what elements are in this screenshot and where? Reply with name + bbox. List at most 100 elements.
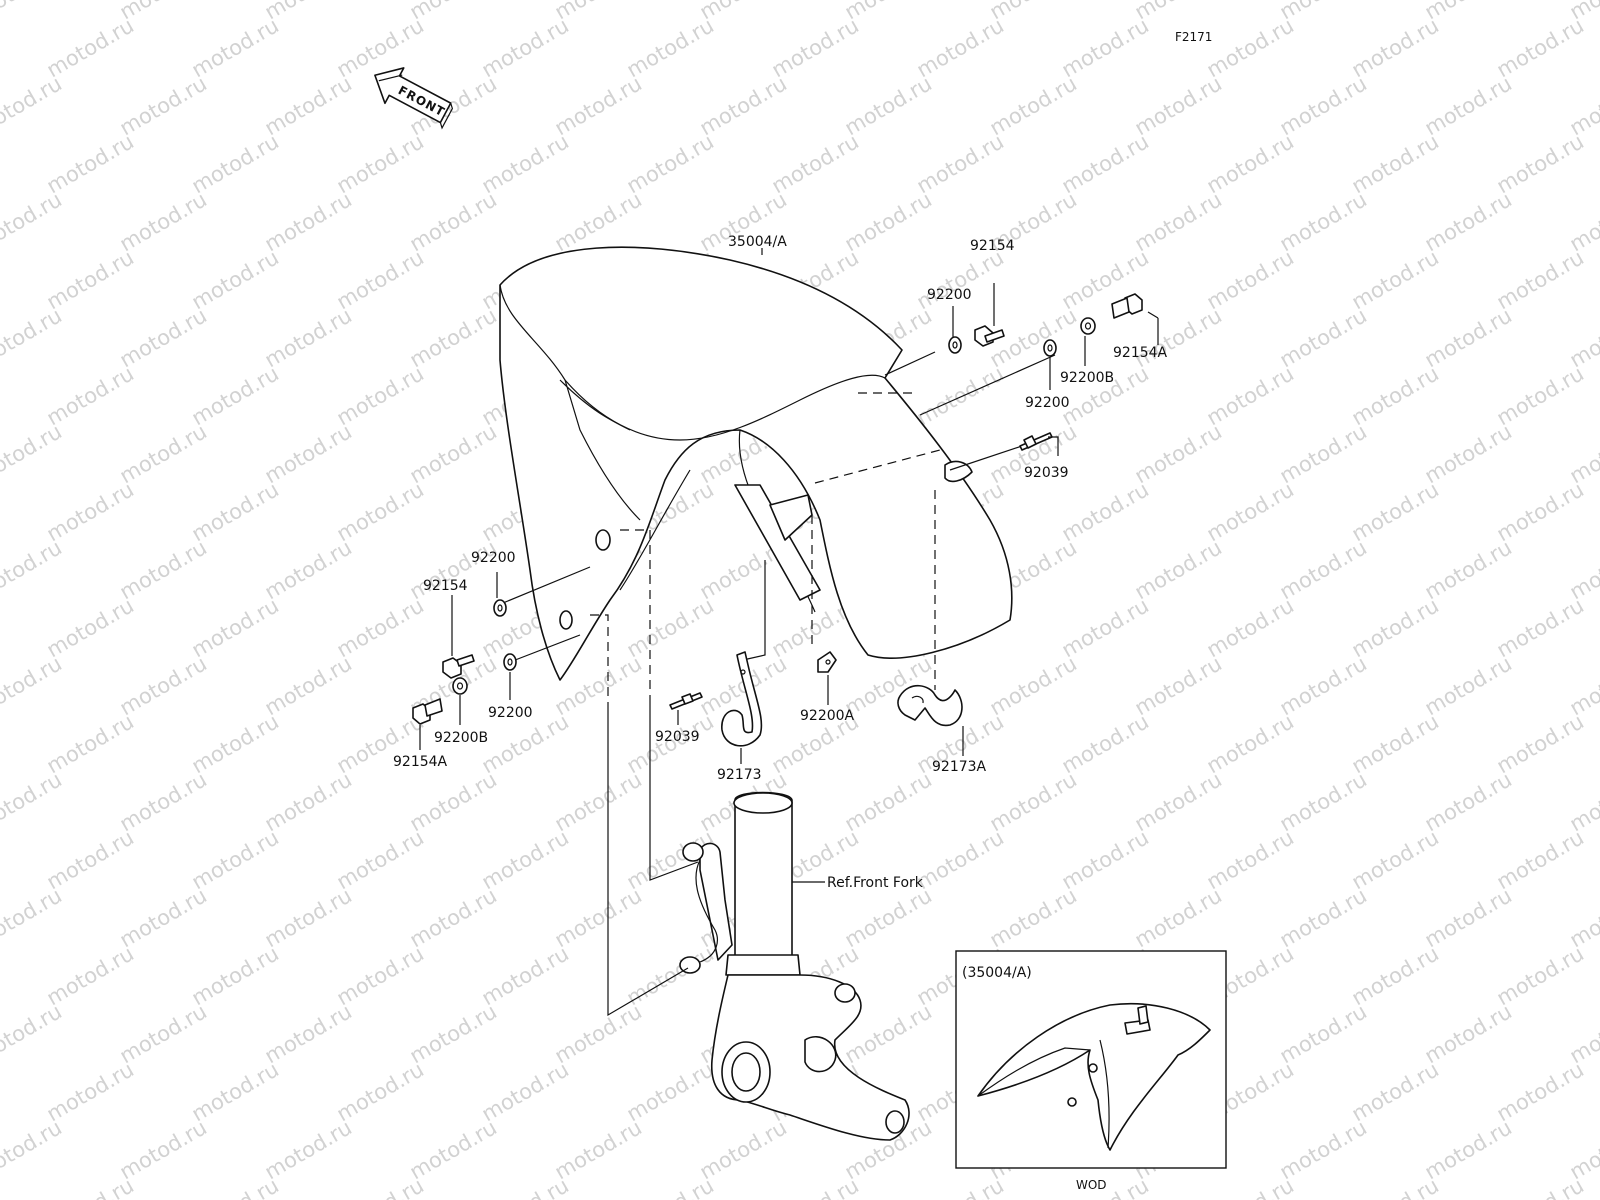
watermark-text: motod.ru xyxy=(1058,709,1153,778)
watermark-text: motod.ru xyxy=(1493,825,1588,894)
watermark-text: motod.ru xyxy=(0,883,66,952)
inset-caption: WOD xyxy=(1076,1178,1107,1192)
label-collar-bolt-top: 92154A xyxy=(1113,345,1168,361)
watermark-text: motod.ru xyxy=(1493,1057,1588,1126)
watermark-text: motod.ru xyxy=(1276,1115,1371,1184)
watermark-text: motod.ru xyxy=(1203,709,1298,778)
watermark-text: motod.ru xyxy=(406,767,501,836)
watermark-text: motod.ru xyxy=(913,13,1008,82)
watermark-text: motod.ru xyxy=(1348,1173,1443,1200)
watermark-text: motod.ru xyxy=(333,13,428,82)
bolt-icon xyxy=(442,654,475,679)
watermark-text: motod.ru xyxy=(333,1173,428,1200)
watermark-text: motod.ru xyxy=(986,71,1081,140)
watermark-text: motod.ru xyxy=(1566,883,1600,952)
watermark-text: motod.ru xyxy=(43,1173,138,1200)
watermark-text: motod.ru xyxy=(188,245,283,314)
label-bolt-top: 92154 xyxy=(970,238,1015,254)
watermark-text: motod.ru xyxy=(116,303,211,372)
watermark-text: motod.ru xyxy=(406,883,501,952)
watermark-text: motod.ru xyxy=(261,767,356,836)
washer-icon xyxy=(493,599,507,617)
watermark-text: motod.ru xyxy=(1203,477,1298,546)
watermark-text: motod.ru xyxy=(1348,593,1443,662)
alignment-lines xyxy=(502,351,1056,1017)
watermark-text: motod.ru xyxy=(1566,767,1600,836)
label-clamp: 92173 xyxy=(717,767,762,783)
watermark-text: motod.ru xyxy=(406,187,501,256)
watermark-text: motod.ru xyxy=(261,883,356,952)
hose-clamp-icon xyxy=(721,651,763,747)
watermark-text: motod.ru xyxy=(1203,1173,1298,1200)
watermark-text: motod.ru xyxy=(1348,825,1443,894)
watermark-text: motod.ru xyxy=(1131,535,1226,604)
watermark-text: motod.ru xyxy=(261,1115,356,1184)
watermark-text: motod.ru xyxy=(1493,593,1588,662)
clip-icon xyxy=(669,692,703,710)
watermark-text: motod.ru xyxy=(1421,419,1516,488)
watermark-text: motod.ru xyxy=(1276,883,1371,952)
watermark-text: motod.ru xyxy=(406,1115,501,1184)
watermark-text: motod.ru xyxy=(0,303,66,372)
watermark-text: motod.ru xyxy=(188,13,283,82)
watermark-text: motod.ru xyxy=(623,593,718,662)
watermark-text: motod.ru xyxy=(1348,129,1443,198)
watermark-text: motod.ru xyxy=(0,419,66,488)
watermark-text: motod.ru xyxy=(188,129,283,198)
watermark-text: motod.ru xyxy=(1493,245,1588,314)
watermark-text: motod.ru xyxy=(623,941,718,1010)
watermark-text: motod.ru xyxy=(1276,535,1371,604)
watermark-text: motod.ru xyxy=(43,13,138,82)
part-labels: 35004/A 92200 92154 92200 92200B 92154A … xyxy=(393,234,1168,891)
label-washer-b-top: 92200B xyxy=(1060,370,1114,386)
watermark-text: motod.ru xyxy=(1493,361,1588,430)
watermark-text: motod.ru xyxy=(1493,477,1588,546)
watermark-text: motod.ru xyxy=(1131,883,1226,952)
watermark-text: motod.ru xyxy=(841,71,936,140)
watermark-text: motod.ru xyxy=(406,303,501,372)
watermark-text: motod.ru xyxy=(188,709,283,778)
watermark-text: motod.ru xyxy=(1276,187,1371,256)
watermark-text: motod.ru xyxy=(406,999,501,1068)
watermark-text: motod.ru xyxy=(1566,535,1600,604)
watermark-text: motod.ru xyxy=(623,129,718,198)
label-bolt-left: 92154 xyxy=(423,578,468,594)
watermark-text: motod.ru xyxy=(261,999,356,1068)
watermark-text: motod.ru xyxy=(116,1115,211,1184)
collar-bolt-icon xyxy=(1111,293,1143,319)
label-washer-left-lower: 92200 xyxy=(488,705,533,721)
watermark-text: motod.ru xyxy=(1421,71,1516,140)
watermark-text: motod.ru xyxy=(116,651,211,720)
label-collar-bolt-left: 92154A xyxy=(393,754,448,770)
figure-code: F2171 xyxy=(1175,30,1212,44)
watermark-text: motod.ru xyxy=(913,825,1008,894)
watermark-text: motod.ru xyxy=(1348,941,1443,1010)
watermark-text: motod.ru xyxy=(1348,13,1443,82)
watermark-text: motod.ru xyxy=(768,1173,863,1200)
watermark-text: motod.ru xyxy=(1421,535,1516,604)
washer-icon xyxy=(503,653,517,671)
watermark-text: motod.ru xyxy=(43,593,138,662)
watermark-text: motod.ru xyxy=(623,1057,718,1126)
watermark-text: motod.ru xyxy=(551,71,646,140)
watermark-text: motod.ru xyxy=(841,883,936,952)
watermark-text: motod.ru xyxy=(116,999,211,1068)
watermark-text: motod.ru xyxy=(696,71,791,140)
watermark-text: motod.ru xyxy=(1276,767,1371,836)
watermark-text: motod.ru xyxy=(0,999,66,1068)
leader-lines xyxy=(419,248,1159,883)
label-washer-left-upper: 92200 xyxy=(471,550,516,566)
watermark-text: motod.ru xyxy=(43,709,138,778)
watermark-text: motod.ru xyxy=(1348,245,1443,314)
washer-icon xyxy=(948,336,962,354)
watermark-text: motod.ru xyxy=(0,651,66,720)
watermark-text: motod.ru xyxy=(1131,767,1226,836)
watermark-text: motod.ru xyxy=(188,1057,283,1126)
label-washer-top-right: 92200 xyxy=(1025,395,1070,411)
watermark-text: motod.ru xyxy=(1203,361,1298,430)
watermark-text: motod.ru xyxy=(188,477,283,546)
watermark-text: motod.ru xyxy=(1203,825,1298,894)
watermark-text: motod.ru xyxy=(0,71,66,140)
watermark-text: motod.ru xyxy=(913,361,1008,430)
watermark-text: motod.ru xyxy=(333,477,428,546)
